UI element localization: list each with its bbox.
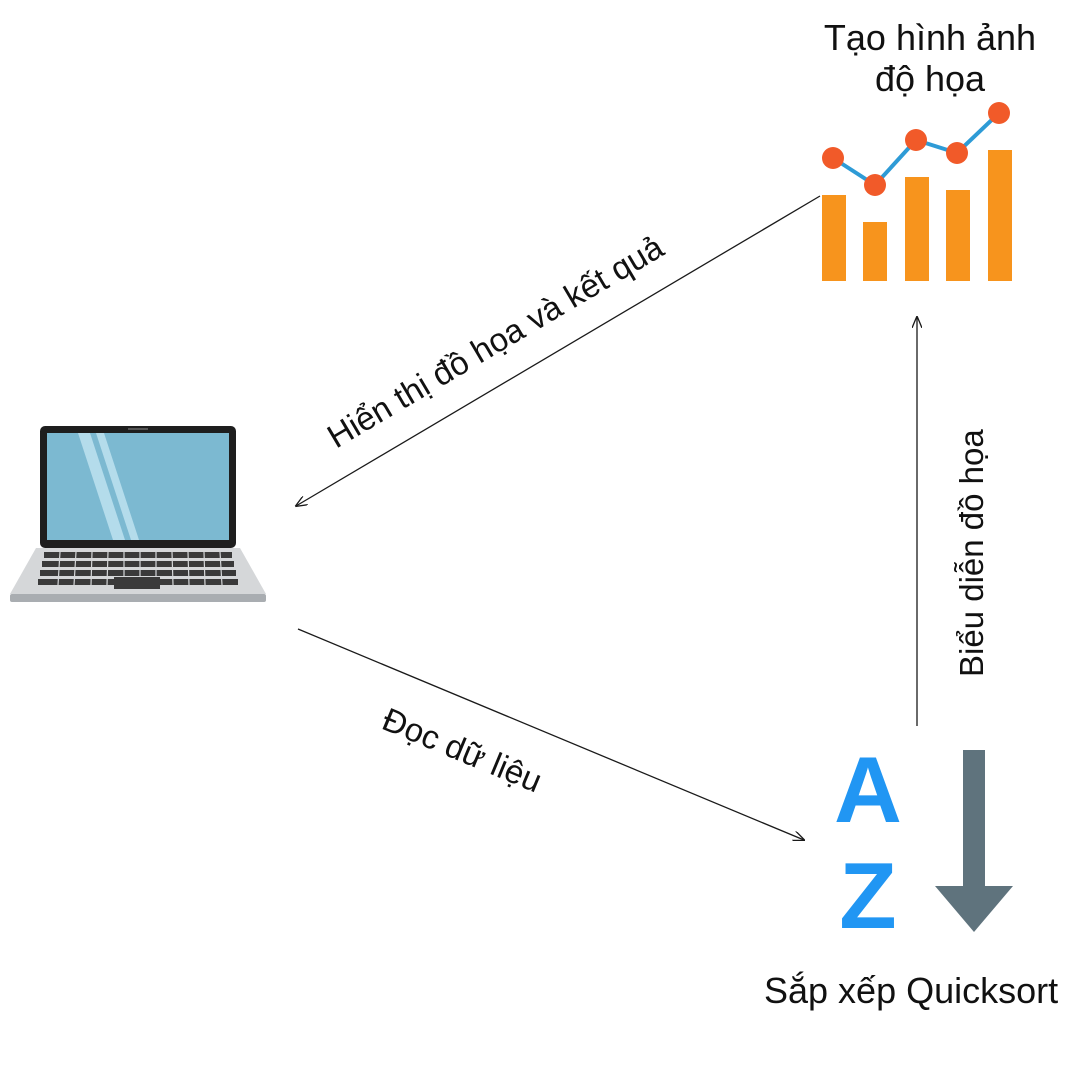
edge-render-graphics: Biểu diễn đồ họa <box>917 317 990 726</box>
chart-dots <box>822 102 1010 196</box>
chart-dot <box>946 142 968 164</box>
laptop-touchpad <box>114 577 160 589</box>
laptop-screen <box>47 433 229 540</box>
chart-dot <box>822 147 844 169</box>
chart-bar <box>863 222 887 281</box>
sort-letter-a: A <box>834 737 902 842</box>
sort-letter-z: Z <box>839 843 896 948</box>
edge-read-data-label: Đọc dữ liệu <box>377 700 547 799</box>
edge-render-graphics-label: Biểu diễn đồ họa <box>953 429 990 677</box>
screen-glare <box>96 433 139 540</box>
chart-bar <box>822 195 846 281</box>
edge-read-data: Đọc dữ liệu <box>297 628 804 840</box>
laptop-base-edge <box>10 594 266 602</box>
chart-bar <box>905 177 929 281</box>
chart-bar <box>988 150 1012 281</box>
edge-display-result-label: Hiển thị đồ họa và kết quả <box>321 228 670 455</box>
chart-node: Tạo hình ảnh độ họa <box>822 17 1036 281</box>
chart-node-title-line1: Tạo hình ảnh <box>824 17 1036 58</box>
sort-az-icon: A Z <box>834 737 1013 948</box>
chart-node-title-line2: độ họa <box>875 58 986 99</box>
edge-read-data-line <box>297 628 804 840</box>
edge-display-result-line <box>296 195 821 506</box>
chart-dot <box>864 174 886 196</box>
screen-glare <box>78 433 125 540</box>
chart-bars <box>822 150 1012 281</box>
sort-node: A Z Sắp xếp Quicksort <box>764 737 1058 1011</box>
laptop-webcam <box>128 428 148 430</box>
chart-dot <box>988 102 1010 124</box>
chart-bar <box>946 190 970 281</box>
chart-dot <box>905 129 927 151</box>
sort-node-label: Sắp xếp Quicksort <box>764 970 1058 1011</box>
laptop-icon <box>10 426 266 602</box>
arrow-down-icon <box>935 750 1013 932</box>
edge-display-result: Hiển thị đồ họa và kết quả <box>296 195 821 506</box>
bar-line-chart-icon <box>822 102 1012 281</box>
